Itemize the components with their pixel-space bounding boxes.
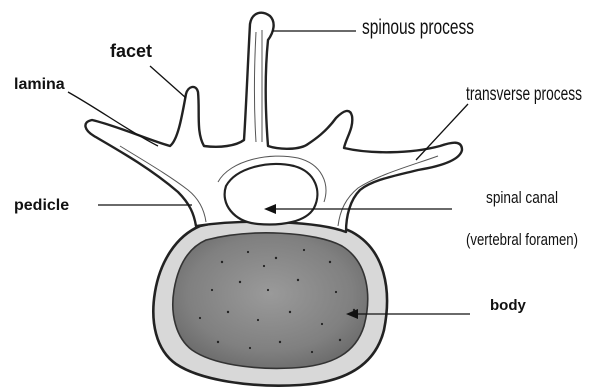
label-body: body: [490, 297, 526, 314]
label-lamina: lamina: [14, 76, 65, 93]
label-spinous-process: spinous process: [362, 16, 474, 39]
label-vertebral-foramen: (vertebral foramen): [466, 230, 578, 249]
leader-facet: [150, 66, 186, 98]
label-facet: facet: [110, 41, 152, 61]
spinal-canal: [225, 164, 318, 224]
label-spinal-canal: spinal canal: [486, 188, 558, 207]
vertebral-body-core: [173, 233, 368, 368]
label-transverse-process: transverse process: [466, 84, 582, 105]
label-pedicle: pedicle: [14, 197, 69, 214]
